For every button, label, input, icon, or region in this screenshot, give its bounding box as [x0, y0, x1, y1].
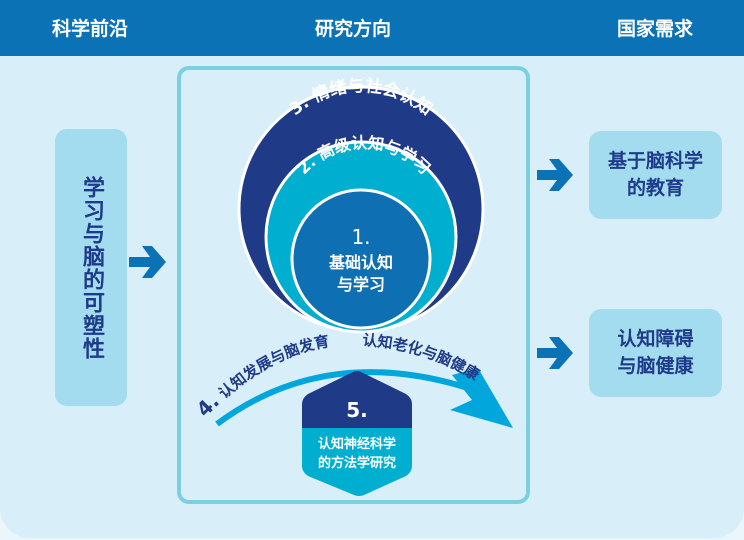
arrow-center-to-health — [537, 337, 573, 369]
right-box-education-line2: 的教育 — [626, 177, 684, 199]
right-box-health-line2: 与脑健康 — [617, 355, 694, 377]
inner-circle-line1: 基础认知 — [328, 253, 393, 272]
left-box-plasticity: 学习与脑的可塑性 — [55, 129, 127, 406]
lifespan-arc — [215, 369, 481, 427]
hexagon-number: 5. — [346, 398, 368, 422]
arrow-center-to-education — [537, 159, 573, 191]
header-research-direction: 研究方向 — [314, 18, 391, 40]
arrow-left-to-center — [129, 246, 166, 278]
header-national-needs: 国家需求 — [616, 18, 693, 40]
right-box-education-line1: 基于脑科学 — [607, 150, 703, 172]
right-box-health-line1: 认知障碍 — [617, 328, 694, 350]
inner-circle-line2: 与学习 — [337, 275, 385, 294]
hexagon-line1: 认知神经科学 — [318, 436, 396, 452]
research-direction-frame — [177, 66, 530, 504]
header-science-frontier: 科学前沿 — [51, 18, 128, 40]
right-box-brain-education: 基于脑科学 的教育 — [589, 131, 722, 219]
hexagon-top-methods — [302, 371, 412, 428]
inner-circle-number: 1. — [351, 225, 370, 249]
right-box-cognitive-health: 认知障碍 与脑健康 — [589, 309, 722, 397]
lifespan-arrowhead — [450, 368, 513, 428]
hexagon-bottom-methods — [302, 428, 412, 496]
left-box-label: 学习与脑的可塑性 — [79, 175, 104, 360]
inner-circle-basic-cognition — [290, 188, 432, 330]
header-bar: 科学前沿 研究方向 国家需求 — [0, 0, 744, 56]
hexagon-line2: 的方法学研究 — [318, 455, 396, 471]
